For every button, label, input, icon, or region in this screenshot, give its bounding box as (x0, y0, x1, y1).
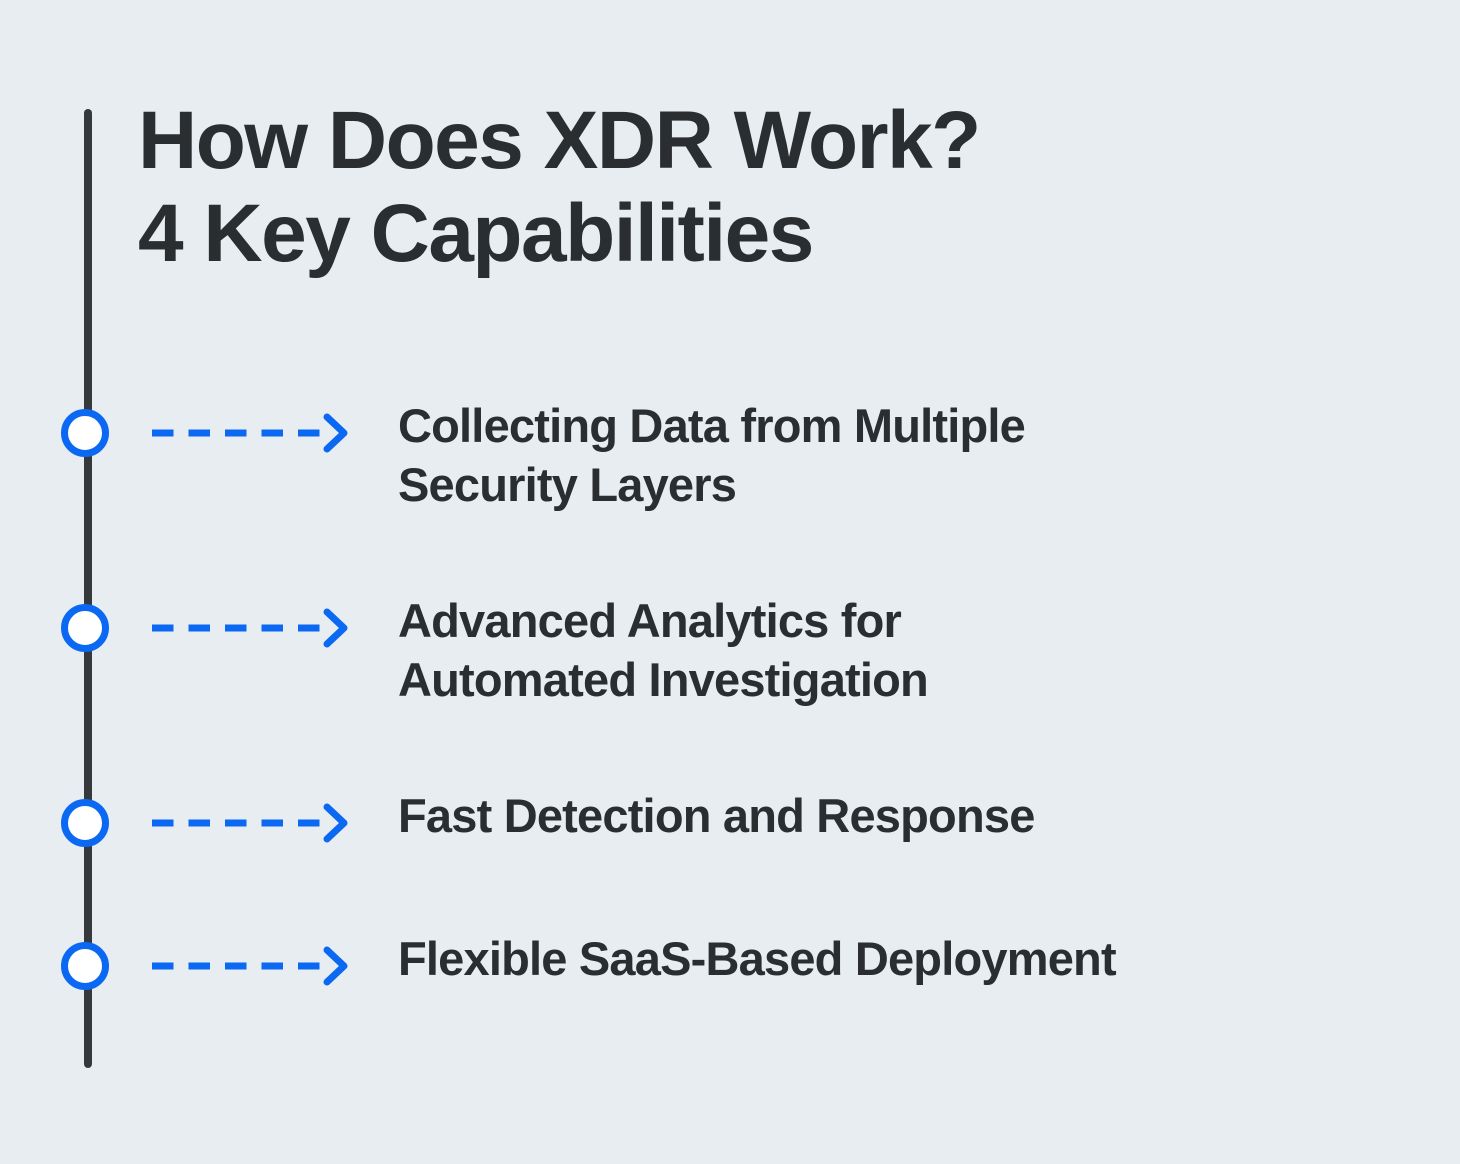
page-title: How Does XDR Work? 4 Key Capabilities (138, 94, 981, 280)
page-title-line-1: How Does XDR Work? (138, 95, 981, 186)
item-label-line-1: Flexible SaaS-Based Deployment (398, 932, 1117, 985)
dashed-arrow-right-icon (152, 413, 348, 453)
circle-node-icon (61, 409, 109, 457)
item-label: Flexible SaaS-Based Deployment (398, 929, 1117, 988)
item-label-line-1: Fast Detection and Response (398, 789, 1035, 842)
circle-node-icon (61, 799, 109, 847)
item-label-line-2: Security Layers (398, 458, 737, 511)
timeline-vertical-line (84, 109, 92, 1068)
circle-node-icon (61, 942, 109, 990)
item-label: Fast Detection and Response (398, 786, 1035, 845)
item-label-line-1: Collecting Data from Multiple (398, 399, 1026, 452)
item-label: Advanced Analytics for Automated Investi… (398, 591, 929, 709)
item-label: Collecting Data from Multiple Security L… (398, 396, 1026, 514)
dashed-arrow-right-icon (152, 608, 348, 648)
page-title-line-2: 4 Key Capabilities (138, 188, 814, 279)
item-label-line-2: Automated Investigation (398, 653, 929, 706)
circle-node-icon (61, 604, 109, 652)
dashed-arrow-right-icon (152, 803, 348, 843)
dashed-arrow-right-icon (152, 946, 348, 986)
item-label-line-1: Advanced Analytics for (398, 594, 902, 647)
